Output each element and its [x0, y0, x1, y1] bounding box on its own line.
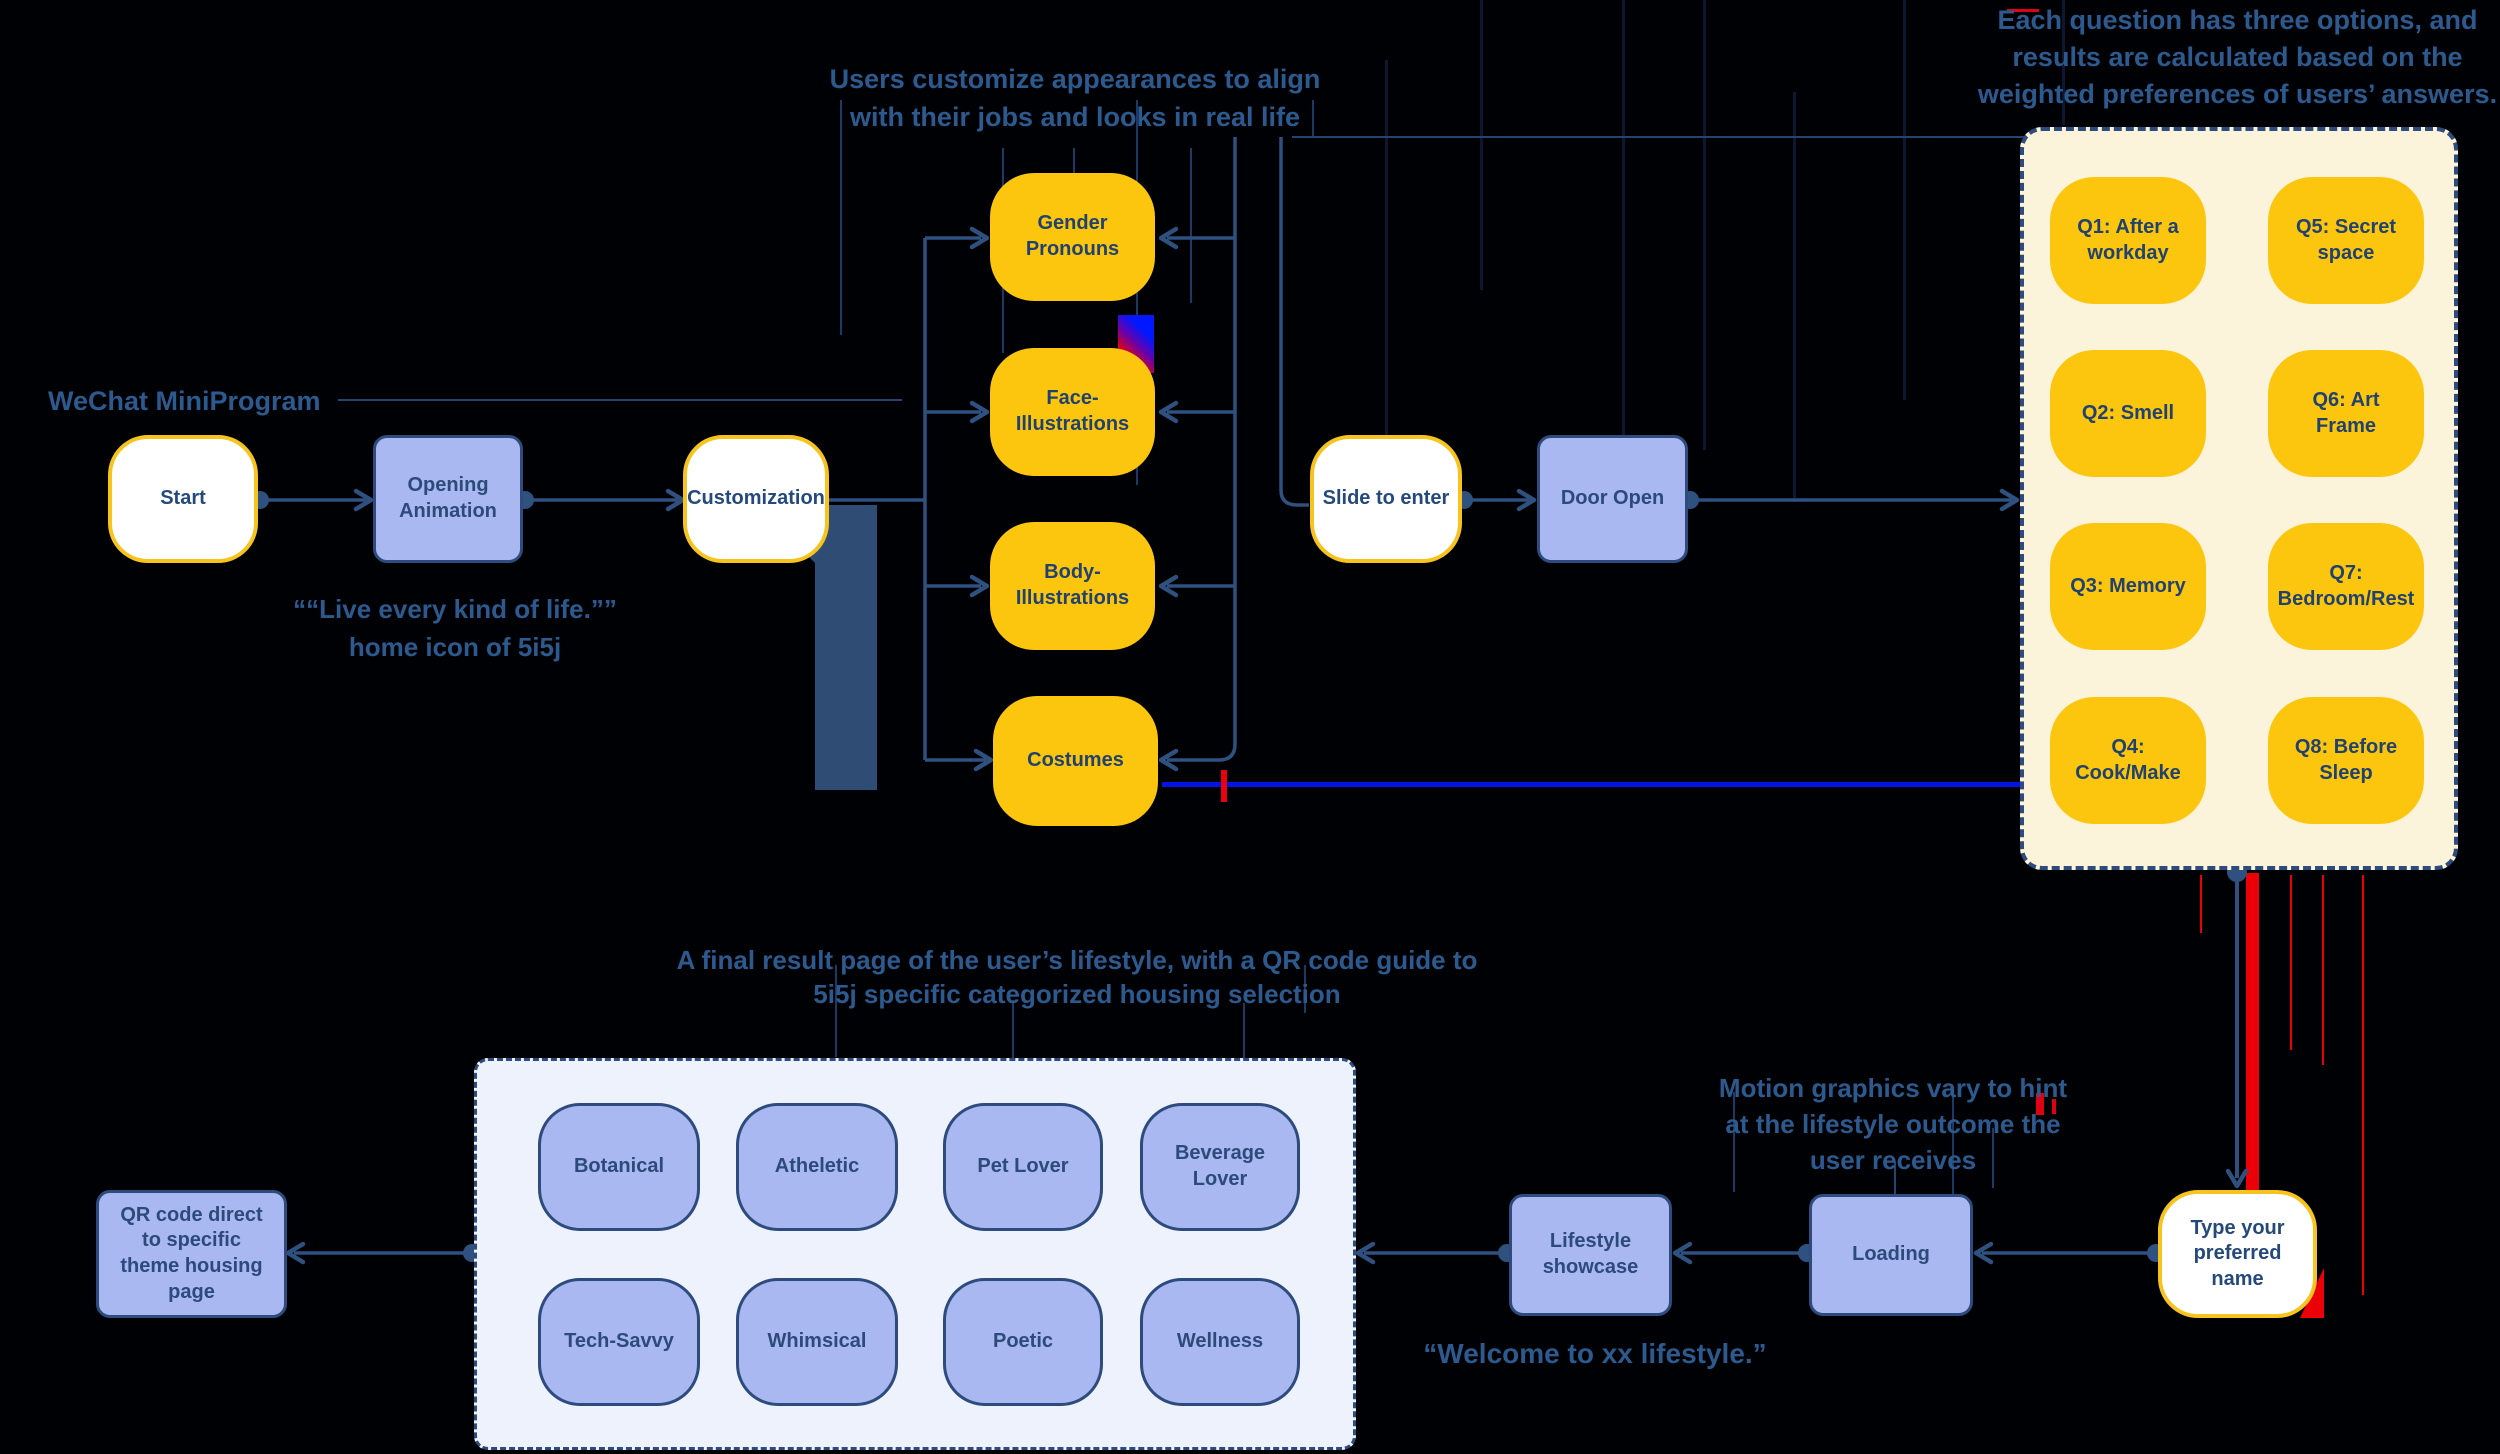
leader-line [1012, 1000, 1014, 1058]
node-body-illustrations[interactable]: Body-Illustrations [990, 522, 1155, 650]
node-poetic[interactable]: Poetic [943, 1278, 1103, 1406]
customize-annotation: Users customize appearances to align wit… [829, 64, 1321, 132]
node-opening-animation[interactable]: Opening Animation [373, 435, 523, 563]
node-face-illustrations[interactable]: Face-Illustrations [990, 348, 1155, 476]
glitch-red-mark [2007, 9, 2039, 12]
node-wellness[interactable]: Wellness [1140, 1278, 1300, 1406]
node-q8[interactable]: Q8: Before Sleep [2268, 697, 2424, 824]
leader-line [835, 965, 837, 1057]
node-lifestyle-showcase[interactable]: Lifestyle showcase [1509, 1194, 1672, 1316]
node-q3[interactable]: Q3: Memory [2050, 523, 2206, 650]
glitch-blue-line [1162, 782, 2418, 787]
final-result-annotation: A final result page of the user’s lifest… [676, 945, 1478, 1009]
leader-line [1190, 148, 1192, 303]
node-gender-pronouns[interactable]: Gender Pronouns [990, 173, 1155, 301]
welcome-annotation: “Welcome to xx lifestyle.” [1423, 1338, 1767, 1369]
weighted-annotation: Each question has three options, and res… [1977, 5, 2498, 109]
node-pet-lover[interactable]: Pet Lover [943, 1103, 1103, 1231]
leader-line [1992, 1128, 1994, 1188]
node-slide-to-enter[interactable]: Slide to enter [1310, 435, 1462, 563]
glitch-stripe [1793, 92, 1796, 502]
glitch-dark-bar [815, 505, 877, 790]
leader-line [1733, 1092, 1735, 1192]
node-door-open[interactable]: Door Open [1537, 435, 1688, 563]
glitch-red-line [2322, 875, 2324, 1065]
node-q6[interactable]: Q6: Art Frame [2268, 350, 2424, 477]
node-whimsical[interactable]: Whimsical [736, 1278, 898, 1406]
leader-line [1136, 100, 1138, 485]
node-costumes[interactable]: Costumes [993, 696, 1158, 826]
glitch-red-mark [2036, 1093, 2044, 1115]
node-q4[interactable]: Q4: Cook/Make [2050, 697, 2206, 824]
node-customization[interactable]: Customization [683, 435, 829, 563]
glitch-stripe [2062, 0, 2065, 125]
node-start[interactable]: Start [108, 435, 258, 563]
glitch-stripe [1903, 0, 1906, 400]
wechat-label: WeChat MiniProgram [48, 386, 321, 416]
glitch-red-line [2290, 875, 2292, 1050]
motion-annotation: Motion graphics vary to hint at the life… [1718, 1073, 2068, 1175]
node-q7[interactable]: Q7: Bedroom/Rest [2268, 523, 2424, 650]
node-loading[interactable]: Loading [1809, 1194, 1973, 1316]
node-q2[interactable]: Q2: Smell [2050, 350, 2206, 477]
glitch-red-tick [1221, 770, 1227, 802]
node-botanical[interactable]: Botanical [538, 1103, 700, 1231]
glitch-stripe [1480, 0, 1483, 290]
node-q1[interactable]: Q1: After a workday [2050, 177, 2206, 304]
quote-annotation: ““Live every kind of life.”” home icon o… [293, 594, 617, 662]
glitch-stripe [1622, 0, 1625, 500]
leader-line [1312, 100, 1314, 138]
node-tech-savvy[interactable]: Tech-Savvy [538, 1278, 700, 1406]
glitch-red-bar [2246, 873, 2259, 1190]
glitch-red-line [2362, 875, 2364, 1295]
leader-line [1243, 1003, 1245, 1058]
leader-line [1304, 965, 1306, 1013]
glitch-red-line [2200, 875, 2202, 933]
node-beverage-lover[interactable]: Beverage Lover [1140, 1103, 1300, 1231]
node-q5[interactable]: Q5: Secret space [2268, 177, 2424, 304]
leader-line [1952, 1092, 1954, 1204]
node-athletic[interactable]: Atheletic [736, 1103, 898, 1231]
node-type-name[interactable]: Type your preferred name [2158, 1190, 2317, 1318]
glitch-red-mark [2052, 1099, 2056, 1114]
glitch-stripe [1703, 0, 1706, 450]
leader-line [840, 100, 842, 335]
node-qr-code[interactable]: QR code direct to specific theme housing… [96, 1190, 287, 1318]
glitch-stripe [1385, 60, 1388, 435]
